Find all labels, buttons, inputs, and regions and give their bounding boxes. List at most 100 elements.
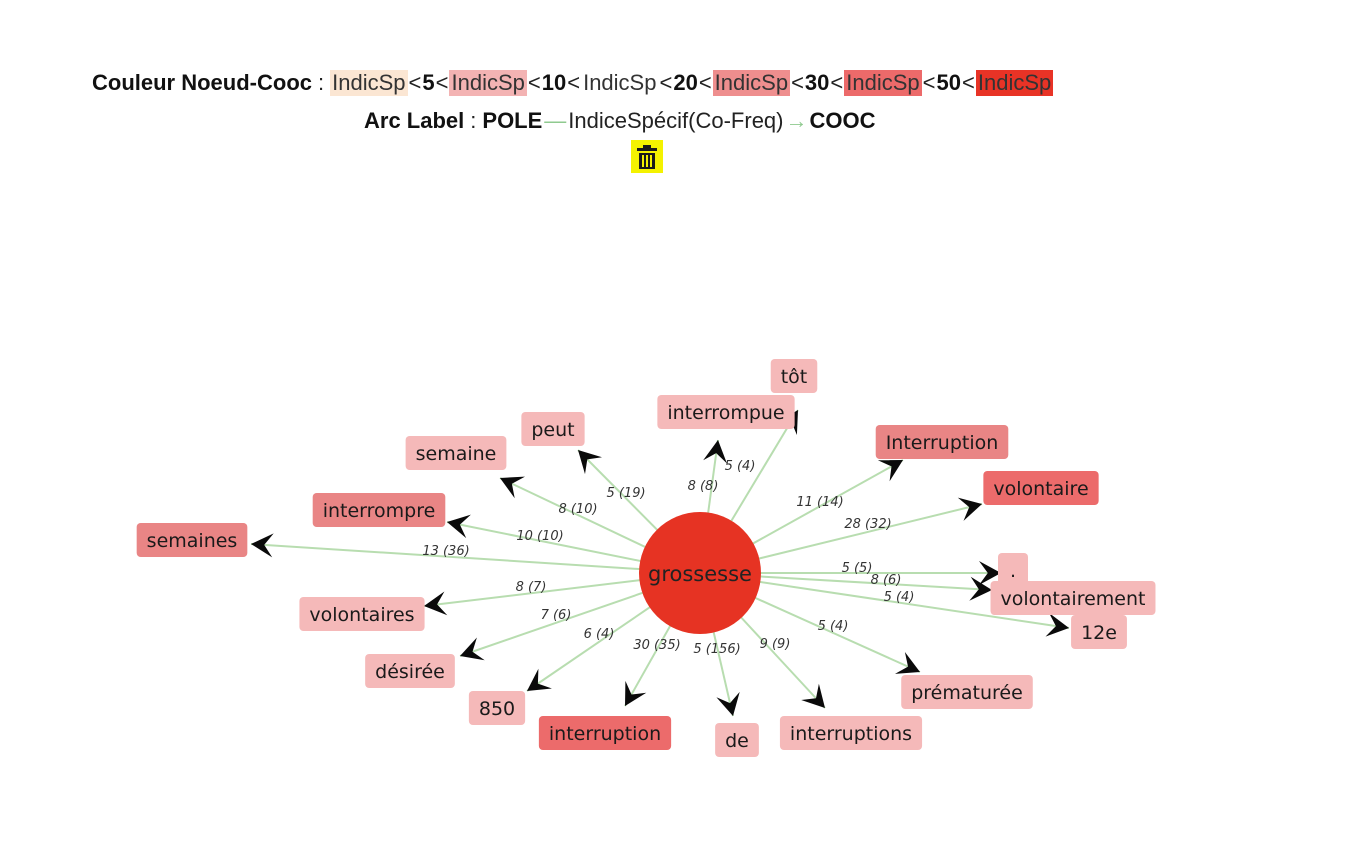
edge-label: 10 (10) [516, 529, 563, 544]
legend-lt: < [698, 70, 712, 95]
edge-arrow [578, 450, 602, 475]
edge-label: 7 (6) [541, 608, 572, 623]
graph-node-label: volontaire [993, 478, 1088, 500]
graph-node-box [365, 654, 455, 688]
edge-arrow [1045, 612, 1069, 637]
couleur-separator: : [318, 70, 325, 95]
graph-node-label: semaines [147, 530, 238, 552]
legend-lt: < [527, 70, 541, 95]
edge-label: 8 (10) [558, 502, 597, 517]
legend-threshold: 50 [936, 70, 961, 95]
graph-node-label: interruption [549, 723, 661, 745]
legend-lt: < [791, 70, 804, 95]
legend-swatch: IndicSp [449, 70, 527, 96]
legend-swatch: IndicSp [330, 70, 408, 96]
graph-node[interactable]: interrompre [312, 493, 446, 527]
graph-node[interactable]: volontaires [299, 597, 425, 631]
graph-node-label: prématurée [911, 682, 1023, 704]
edge-label: 8 (7) [516, 580, 547, 595]
edge-label: 5 (4) [725, 459, 756, 474]
graph-node[interactable]: interruptions [779, 716, 923, 750]
legend-lt: < [435, 70, 449, 95]
edge-line [250, 543, 701, 574]
graph-node[interactable]: volontaire [983, 471, 1099, 505]
edge-label: 5 (4) [884, 590, 915, 605]
legend-lt: < [922, 70, 936, 95]
graph-node-box [405, 436, 507, 470]
graph-node-label: 850 [479, 698, 515, 720]
legend-lt: < [962, 70, 975, 95]
edge-arrow [424, 591, 448, 616]
edge-arrow [500, 476, 525, 499]
graph-node[interactable]: Interruption [875, 425, 1009, 459]
legend-swatch: IndicSp [712, 70, 791, 96]
edge-arrow [979, 561, 1001, 585]
graph-node-box [770, 359, 818, 393]
edge-label: 11 (14) [796, 495, 843, 510]
graph-node[interactable]: 850 [468, 691, 526, 725]
graph-node[interactable]: 12e [1071, 615, 1127, 649]
graph-node-box [990, 581, 1156, 615]
legend-lt: < [830, 70, 844, 95]
delete-button[interactable] [631, 140, 663, 173]
arc-cooc-label: COOC [809, 108, 876, 133]
arc-arrow: → [785, 108, 808, 133]
arc-pole-label: POLE [482, 108, 543, 133]
edge-arrow [895, 652, 920, 674]
edge-label: 6 (4) [584, 627, 615, 642]
edge-label: 30 (35) [633, 638, 680, 653]
legend-swatch: IndicSp [844, 70, 922, 96]
graph-node-box [136, 523, 248, 557]
graph-node-box [875, 425, 1009, 459]
graph-node[interactable]: semaine [405, 436, 507, 470]
edge-arrow [716, 691, 740, 716]
graph-node[interactable]: désirée [365, 654, 455, 688]
edge-arrow [460, 637, 485, 661]
graph-node[interactable]: de [715, 723, 759, 757]
legend-threshold: 20 [673, 70, 698, 95]
edge-arrow [447, 514, 471, 539]
edge-arrow [703, 440, 727, 464]
pole-node[interactable] [639, 512, 761, 634]
edge-label: 28 (32) [844, 517, 891, 532]
graph-node-box [538, 716, 672, 750]
graph-node[interactable]: prématurée [901, 675, 1033, 709]
legend-threshold: 5 [422, 70, 435, 95]
legend-threshold: 10 [541, 70, 567, 95]
edge-label: 9 (9) [760, 637, 791, 652]
node-color-legend: Couleur Noeud-Cooc:IndicSp<5<IndicSp<10<… [92, 70, 1054, 96]
arc-middle-label: IndiceSpécif(Co-Freq) [568, 108, 784, 133]
graph-node-box [998, 553, 1028, 587]
edge-label: 5 (4) [818, 619, 849, 634]
graph-node[interactable]: volontairement [990, 581, 1156, 615]
edge-label: 5 (156) [693, 642, 740, 657]
graph-node[interactable]: interrompue [657, 395, 795, 429]
legend-lt: < [659, 70, 673, 95]
edge-label: 5 (5) [842, 561, 873, 576]
edge-arrow [801, 683, 825, 708]
legend-lt: < [567, 70, 581, 95]
edge-arrow [251, 533, 274, 558]
graph-node-box [901, 675, 1033, 709]
graph-node-label: Interruption [886, 432, 999, 454]
edge-arrow [957, 497, 982, 521]
legend-threshold: 30 [804, 70, 830, 95]
graph-node-label: volontairement [1001, 588, 1146, 610]
edge-label: 13 (36) [422, 544, 469, 559]
edge-arrow [625, 680, 647, 706]
graph-node[interactable]: . [998, 553, 1028, 587]
graph-node[interactable]: interruption [538, 716, 672, 750]
graph-node-label: peut [531, 419, 574, 441]
graph-node-label: 12e [1081, 622, 1117, 644]
graph-node[interactable]: peut [521, 412, 585, 446]
edge-arrow [877, 460, 903, 482]
pole-node-label: grossesse [648, 562, 752, 586]
graph-node-label: de [725, 730, 749, 752]
legend-swatch: IndicSp [581, 70, 659, 96]
edge-arrow [969, 576, 992, 601]
graph-node[interactable]: semaines [136, 523, 248, 557]
legend-lt: < [408, 70, 422, 95]
graph-node[interactable]: tôt [770, 359, 818, 393]
edge-label: 5 (19) [606, 486, 645, 501]
